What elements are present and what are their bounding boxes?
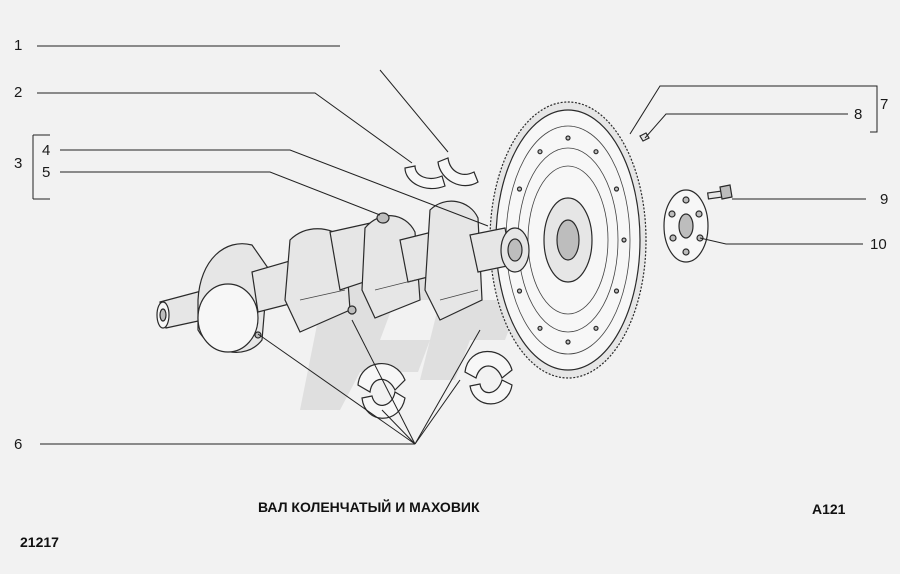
flywheel-hole bbox=[537, 149, 543, 155]
callout-6: 6 bbox=[14, 436, 23, 453]
flywheel-hole bbox=[537, 325, 543, 331]
callout-7: 7 bbox=[880, 96, 889, 113]
thrust-washers bbox=[404, 157, 479, 190]
flywheel-hole bbox=[593, 149, 599, 155]
dowel-pin bbox=[639, 132, 650, 142]
callout-9: 9 bbox=[880, 191, 889, 208]
leader-lines bbox=[32, 45, 878, 445]
callout-4: 4 bbox=[42, 142, 51, 159]
flywheel-bolt bbox=[706, 184, 733, 200]
callout-1: 1 bbox=[14, 37, 23, 54]
flywheel-hole bbox=[621, 237, 627, 243]
flywheel-hole bbox=[593, 325, 599, 331]
flywheel-hole bbox=[565, 339, 571, 345]
flywheel-hole bbox=[516, 186, 523, 192]
diagram-code: А121 bbox=[812, 501, 846, 517]
crankshaft-plug bbox=[376, 212, 390, 224]
model-number: 21217 bbox=[20, 534, 59, 550]
callout-8: 8 bbox=[854, 106, 863, 123]
callout-2: 2 bbox=[14, 84, 23, 101]
washer-plate bbox=[663, 189, 709, 263]
bearing-shells bbox=[357, 350, 513, 419]
callout-10: 10 bbox=[870, 236, 887, 253]
diagram-title: ВАЛ КОЛЕНЧАТЫЙ И МАХОВИК bbox=[258, 499, 480, 515]
flywheel-hole bbox=[613, 186, 620, 192]
flywheel-hole bbox=[565, 135, 571, 141]
flywheel-hole bbox=[613, 288, 620, 294]
flywheel-hole bbox=[516, 288, 523, 294]
callout-3: 3 bbox=[14, 155, 23, 172]
flywheel bbox=[489, 101, 647, 379]
crankshaft bbox=[156, 200, 530, 353]
callout-5: 5 bbox=[42, 164, 51, 181]
